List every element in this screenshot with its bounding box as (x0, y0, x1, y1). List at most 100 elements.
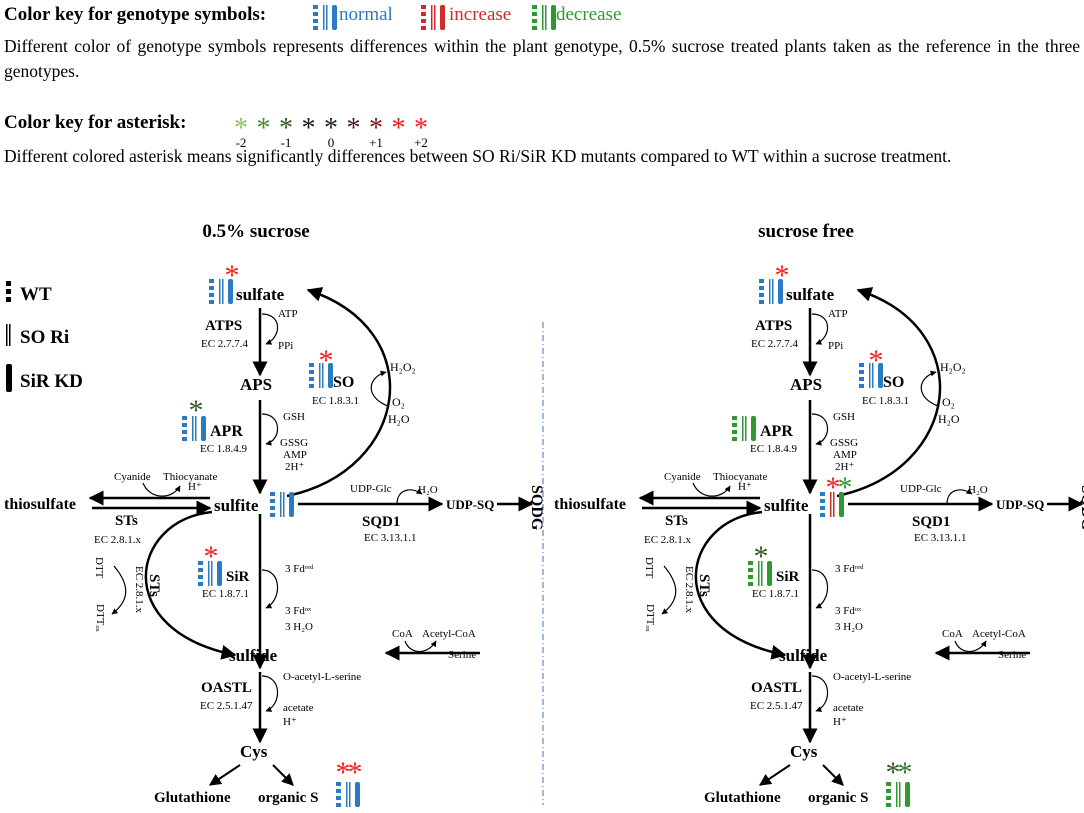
oastl-ec-label: EC 2.5.1.47 (200, 700, 253, 712)
amp-label: AMP (833, 449, 857, 461)
ppi-label: PPi (828, 340, 843, 352)
coa-label: CoA (942, 628, 963, 640)
hplus-acetate-label: H⁺ (833, 716, 847, 728)
oas-label: O-acetyl-L-serine (283, 671, 361, 683)
atps-label: ATPS (205, 318, 242, 334)
cys-label: Cys (790, 742, 818, 761)
pathway-curve (811, 413, 829, 446)
oas-label: O-acetyl-L-serine (833, 671, 911, 683)
udp-glc-label: UDP-Glc (900, 483, 942, 495)
h2o-product-label: H₂O (968, 484, 988, 496)
sulfite-wt-dash (820, 506, 825, 510)
h2o-label: H₂O (938, 412, 960, 426)
sulfide-label: sulfide (779, 646, 828, 665)
apr-ec-label: EC 1.8.4.9 (750, 443, 798, 455)
organic-s-asterisk: * (886, 756, 901, 789)
legend-increase-label: increase (449, 4, 512, 25)
twoh-label: 2H⁺ (285, 461, 304, 473)
sts-label: STs (115, 513, 138, 529)
asterisk-key-description: Different colored asterisk means signifi… (4, 146, 952, 166)
o2-label: O₂ (392, 395, 405, 409)
hplus-label: H⁺ (738, 481, 752, 493)
sir-asterisk: * (204, 540, 219, 573)
oastl-label: OASTL (201, 680, 252, 696)
asterisk-color-scale: *-2**-1**0**+1**+2 (234, 113, 428, 150)
pathway-curve (692, 482, 731, 497)
atp-label: ATP (828, 308, 848, 320)
atps-ec-label: EC 2.7.7.4 (201, 338, 249, 350)
atps-label: ATPS (755, 318, 792, 334)
scale-asterisk: * (369, 113, 383, 144)
pathway-curve (111, 565, 127, 615)
oastl-ec-label: EC 2.5.1.47 (750, 700, 803, 712)
pathway-curve (261, 313, 279, 345)
fd-ox-label: 3 Fdᵒˣ (285, 605, 312, 617)
sir-ec-label: EC 1.8.7.1 (752, 588, 799, 600)
sqd1-label: SQD1 (912, 514, 950, 530)
dtt-ox-label: DTTₒₓ (94, 604, 106, 633)
left-panel-title: 0.5% sucrose (202, 221, 309, 242)
pathway-curve (661, 565, 677, 615)
pathway-curve (920, 370, 939, 407)
cyanide-label: Cyanide (664, 471, 701, 483)
gsh-label: GSH (283, 411, 305, 423)
pathway-curve (286, 287, 392, 498)
pathway-curve (954, 640, 987, 653)
genotype-wt-label: WT (20, 284, 52, 305)
pathway-curve (261, 413, 279, 446)
sir-label: SiR (776, 569, 800, 585)
legend-normal-label: normal (339, 4, 393, 25)
h2o-label: H₂O (388, 412, 410, 426)
o2-label: O₂ (942, 395, 955, 409)
hplus-acetate-label: H⁺ (283, 716, 297, 728)
acetyl-coa-label: Acetyl-CoA (422, 628, 476, 640)
sts-ec-label: EC 2.8.1.x (644, 534, 692, 546)
gssg-label: GSSG (830, 437, 858, 449)
sulfate-label: sulfate (236, 285, 285, 304)
hplus-label: H⁺ (188, 481, 202, 493)
coa-label: CoA (392, 628, 413, 640)
organic-s-asterisk: * (348, 756, 363, 789)
scale-asterisk: * (414, 113, 428, 144)
fd-red-label: 3 Fdʳᵉᵈ (835, 563, 864, 575)
aps-label: APS (240, 375, 272, 394)
scale-asterisk: * (279, 113, 293, 144)
legend-decrease-symbol (532, 5, 556, 30)
sulfite-label: sulfite (764, 496, 809, 515)
gssg-label: GSSG (280, 437, 308, 449)
organic-s-asterisk: * (336, 756, 351, 789)
sqdg-label: SQDG (528, 485, 545, 531)
h2o2-label: H₂O₂ (940, 360, 966, 374)
sqd1-ec-label: EC 3.13.1.1 (364, 532, 417, 544)
scale-asterisk: * (392, 113, 406, 144)
sulfite-asterisk: * (826, 471, 841, 504)
oastl-label: OASTL (751, 680, 802, 696)
sulfite-wt-dash (820, 513, 825, 517)
sqdg-label: SQDG (1078, 485, 1084, 531)
sulfate-asterisk: * (775, 259, 790, 292)
aps-label: APS (790, 375, 822, 394)
scale-asterisk: * (302, 113, 316, 144)
genotype-so-ri-label: SO Ri (20, 327, 69, 348)
fd-ox-label: 3 Fdᵒˣ (835, 605, 862, 617)
asterisk-key-title: Color key for asterisk: (4, 112, 187, 133)
h2o2-label: H₂O₂ (390, 360, 416, 374)
dtt-label: DTT (93, 557, 105, 579)
pathway-curve (811, 313, 829, 345)
sqd1-ec-label: EC 3.13.1.1 (914, 532, 967, 544)
dtt-ox-label: DTTₒₓ (644, 604, 656, 633)
pathway-curve (694, 510, 787, 660)
pathway-curve (370, 370, 389, 407)
so-label: SO (333, 374, 354, 391)
acetate-label: acetate (833, 702, 864, 714)
cyanide-label: Cyanide (114, 471, 151, 483)
pathway-arrow (759, 764, 791, 786)
so-asterisk: * (319, 344, 334, 377)
apr-label: APR (760, 423, 793, 440)
pathway-curve (811, 569, 829, 609)
sir-label: SiR (226, 569, 250, 585)
scale-label: +1 (369, 135, 383, 150)
sulfite-wt-dash (820, 492, 825, 496)
